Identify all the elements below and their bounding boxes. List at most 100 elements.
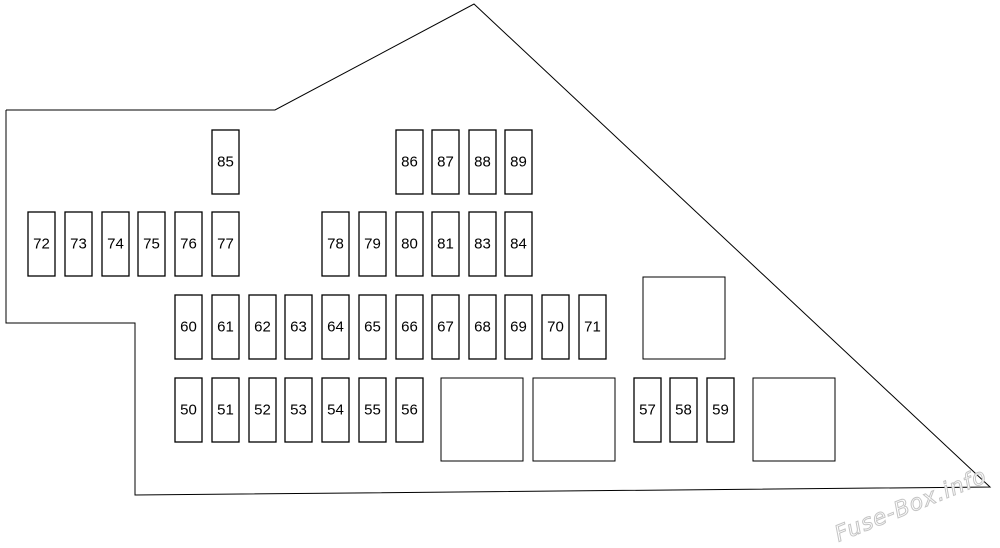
fuse-72: 72 — [27, 211, 56, 277]
fuse-number: 80 — [401, 236, 418, 253]
fuse-slot — [431, 294, 460, 360]
fuse-number: 72 — [33, 236, 50, 253]
fuse-75: 75 — [137, 211, 166, 277]
fuse-number: 81 — [437, 236, 454, 253]
fuse-70: 70 — [541, 294, 570, 360]
fuse-60: 60 — [174, 294, 203, 360]
fuse-number: 57 — [639, 402, 656, 419]
fuse-slot — [395, 129, 424, 195]
fuse-number: 53 — [290, 402, 307, 419]
fuse-slot — [633, 377, 662, 443]
fuse-slot — [64, 211, 93, 277]
fuse-79: 79 — [358, 211, 387, 277]
fuse-slot — [468, 129, 497, 195]
fuse-81: 81 — [431, 211, 460, 277]
fuse-slot — [211, 294, 240, 360]
fuse-89: 89 — [504, 129, 533, 195]
fuse-50: 50 — [174, 377, 203, 443]
fuse-51: 51 — [211, 377, 240, 443]
fuse-number: 66 — [401, 319, 418, 336]
relay-group — [440, 276, 836, 462]
fuse-number: 51 — [217, 402, 234, 419]
fuse-number: 62 — [254, 319, 271, 336]
fuse-slot — [395, 211, 424, 277]
relay-slot-3 — [532, 377, 616, 462]
fuse-84: 84 — [504, 211, 533, 277]
fuse-slot — [431, 129, 460, 195]
fuse-slot — [504, 129, 533, 195]
fuse-slot — [395, 294, 424, 360]
fuse-55: 55 — [358, 377, 387, 443]
fuse-slot — [211, 377, 240, 443]
fuse-number: 76 — [180, 236, 197, 253]
fuse-number: 67 — [437, 319, 454, 336]
fuse-73: 73 — [64, 211, 93, 277]
fuse-slot — [211, 211, 240, 277]
fuse-number: 74 — [107, 236, 124, 253]
fuse-number: 69 — [510, 319, 527, 336]
fuse-52: 52 — [248, 377, 277, 443]
fuse-number: 71 — [584, 319, 601, 336]
fuse-78: 78 — [321, 211, 350, 277]
fuse-number: 55 — [364, 402, 381, 419]
relay-slot-1 — [642, 276, 726, 360]
fuse-64: 64 — [321, 294, 350, 360]
fuse-63: 63 — [284, 294, 313, 360]
fuse-74: 74 — [101, 211, 130, 277]
fuse-slot — [358, 377, 387, 443]
fuse-80: 80 — [395, 211, 424, 277]
fuse-69: 69 — [504, 294, 533, 360]
fuse-number: 79 — [364, 236, 381, 253]
fuse-slot — [248, 377, 277, 443]
fuse-number: 60 — [180, 319, 197, 336]
fuse-61: 61 — [211, 294, 240, 360]
fuse-number: 61 — [217, 319, 234, 336]
fuse-slot — [321, 377, 350, 443]
fuse-slot — [248, 294, 277, 360]
fuse-86: 86 — [395, 129, 424, 195]
fuse-slot — [174, 294, 203, 360]
fuse-number: 56 — [401, 402, 418, 419]
fuse-number: 58 — [675, 402, 692, 419]
fuse-number: 85 — [217, 154, 234, 171]
fuse-slot — [395, 377, 424, 443]
fuse-77: 77 — [211, 211, 240, 277]
fuse-number: 70 — [547, 319, 564, 336]
fuse-slot — [174, 211, 203, 277]
fuse-number: 87 — [437, 154, 454, 171]
fuse-number: 84 — [510, 236, 527, 253]
fuse-76: 76 — [174, 211, 203, 277]
fuse-58: 58 — [669, 377, 698, 443]
fuse-56: 56 — [395, 377, 424, 443]
fuse-number: 77 — [217, 236, 234, 253]
relay-slot-4 — [752, 377, 836, 462]
fuse-number: 88 — [474, 154, 491, 171]
fuse-87: 87 — [431, 129, 460, 195]
fuse-slot — [468, 294, 497, 360]
fuse-62: 62 — [248, 294, 277, 360]
fuse-number: 86 — [401, 154, 418, 171]
fuse-slot — [101, 211, 130, 277]
fuse-68: 68 — [468, 294, 497, 360]
fuse-slot — [358, 294, 387, 360]
fuse-number: 68 — [474, 319, 491, 336]
fuse-number: 65 — [364, 319, 381, 336]
fuse-slot — [284, 294, 313, 360]
fuse-53: 53 — [284, 377, 313, 443]
fuse-85: 85 — [211, 129, 240, 195]
fuse-number: 64 — [327, 319, 344, 336]
fuse-slot — [669, 377, 698, 443]
fuse-slot — [321, 211, 350, 277]
fuse-number: 73 — [70, 236, 87, 253]
fuse-67: 67 — [431, 294, 460, 360]
fuse-slot — [211, 129, 240, 195]
fuse-number: 63 — [290, 319, 307, 336]
fuse-slot — [504, 211, 533, 277]
fuse-number: 89 — [510, 154, 527, 171]
relay-slot-2 — [440, 377, 524, 462]
fuse-slot — [468, 211, 497, 277]
fuse-box-outline — [5, 3, 992, 496]
fuse-slot — [706, 377, 735, 443]
fuse-66: 66 — [395, 294, 424, 360]
